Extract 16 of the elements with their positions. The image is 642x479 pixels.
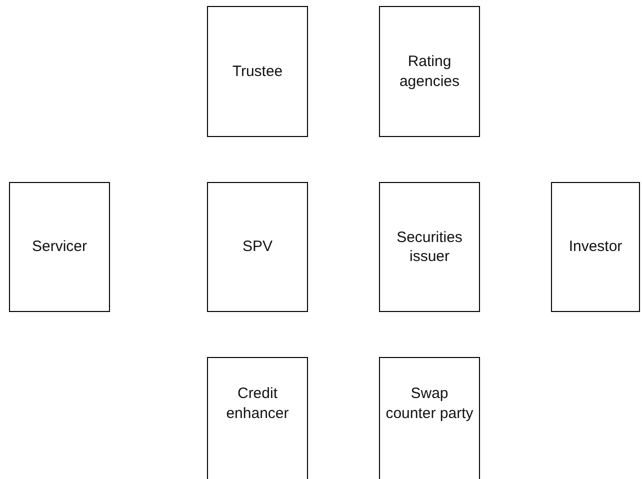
entity-label: Servicer [32, 237, 87, 257]
entity-label: Credit enhancer [225, 384, 290, 423]
entity-label: Swap counter party [386, 384, 474, 423]
entity-box [207, 182, 308, 312]
entity-label: Trustee [232, 62, 283, 82]
entity-box [551, 182, 640, 312]
entity-label: Investor [568, 237, 622, 257]
entity-box [9, 182, 110, 312]
entity-label: Rating agencies [398, 52, 461, 91]
entity-box [379, 357, 480, 479]
entity-label: SPV [242, 237, 272, 257]
entity-box [207, 357, 308, 479]
entity-box [379, 6, 480, 137]
entity-box [207, 6, 308, 137]
entity-label: Securities issuer [396, 228, 464, 266]
entity-box [379, 182, 480, 312]
